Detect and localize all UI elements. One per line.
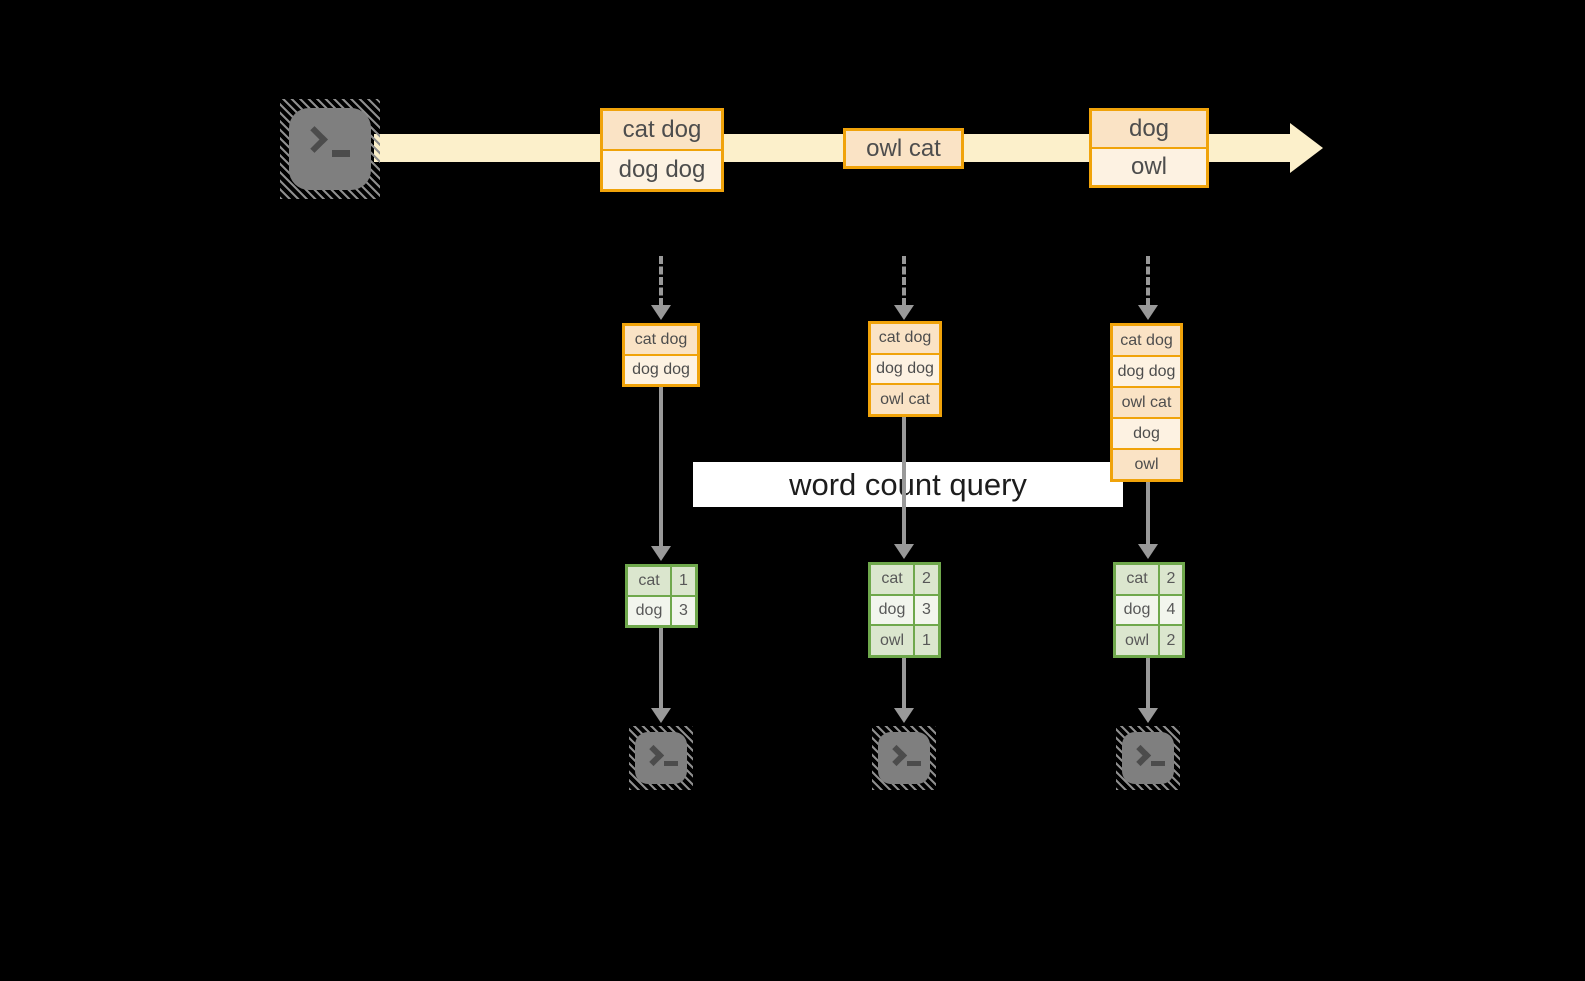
buffer-line: owl — [1113, 450, 1180, 479]
arrow-line — [659, 387, 663, 547]
prompt-cursor-icon — [664, 761, 678, 766]
prompt-chevron-icon — [1129, 744, 1152, 767]
terminal-icon — [280, 99, 380, 199]
stream-event-line: owl — [1092, 149, 1206, 185]
record-buffer-2: cat dog dog dog owl cat — [868, 321, 942, 417]
terminal-screen — [289, 108, 371, 190]
word-cell: dog — [628, 597, 670, 625]
prompt-chevron-icon — [642, 744, 665, 767]
table-row: owl 2 — [1116, 626, 1182, 656]
arrowhead-icon — [1138, 544, 1158, 559]
word-cell: dog — [1116, 595, 1158, 625]
dashed-arrowhead-icon — [651, 305, 671, 320]
word-cell: cat — [1116, 565, 1158, 594]
dashed-arrow-line — [659, 256, 663, 306]
stream-event-line: dog — [1092, 111, 1206, 147]
table-row: cat 1 — [628, 567, 695, 595]
table-row: cat 2 — [1116, 565, 1182, 594]
record-buffer-3: cat dog dog dog owl cat dog owl — [1110, 323, 1183, 482]
arrowhead-icon — [651, 546, 671, 561]
count-cell: 1 — [672, 567, 695, 595]
terminal-screen — [635, 732, 687, 784]
count-cell: 4 — [1160, 595, 1182, 625]
table-row: owl 1 — [871, 626, 938, 656]
count-table-2: cat 2 dog 3 owl 1 — [868, 562, 941, 658]
arrowhead-icon — [1138, 708, 1158, 723]
terminal-icon — [1116, 726, 1180, 790]
arrow-line — [1146, 658, 1150, 710]
table-row: dog 3 — [628, 597, 695, 625]
count-cell: 2 — [915, 565, 938, 594]
dashed-arrow-line — [902, 256, 906, 306]
arrowhead-icon — [894, 544, 914, 559]
stream-arrowhead-icon — [1290, 123, 1323, 173]
stream-event-line: owl cat — [846, 131, 961, 166]
word-cell: cat — [628, 567, 670, 595]
word-cell: dog — [871, 595, 913, 625]
buffer-line: cat dog — [871, 324, 939, 353]
arrow-line — [659, 628, 663, 710]
arrow-line — [902, 415, 906, 545]
stream-event-line: dog dog — [603, 151, 721, 189]
buffer-line: owl cat — [1113, 388, 1180, 417]
prompt-cursor-icon — [332, 150, 350, 157]
terminal-screen — [878, 732, 930, 784]
buffer-line: cat dog — [625, 326, 697, 354]
dashed-arrowhead-icon — [894, 305, 914, 320]
table-row: dog 3 — [871, 595, 938, 625]
stream-event-box-1: cat dog dog dog — [600, 108, 724, 192]
prompt-chevron-icon — [885, 744, 908, 767]
buffer-line: dog dog — [871, 354, 939, 384]
prompt-cursor-icon — [907, 761, 921, 766]
table-row: cat 2 — [871, 565, 938, 594]
word-cell: cat — [871, 565, 913, 594]
prompt-chevron-icon — [301, 126, 328, 153]
buffer-line: dog dog — [1113, 357, 1180, 386]
stream-event-box-3: dog owl — [1089, 108, 1209, 188]
terminal-icon — [872, 726, 936, 790]
count-table-1: cat 1 dog 3 — [625, 564, 698, 628]
buffer-line: dog dog — [625, 356, 697, 384]
dashed-arrow-line — [1146, 256, 1150, 306]
count-cell: 2 — [1160, 565, 1182, 594]
stream-event-line: cat dog — [603, 111, 721, 149]
stream-event-box-2: owl cat — [843, 128, 964, 169]
word-cell: owl — [1116, 626, 1158, 656]
record-buffer-1: cat dog dog dog — [622, 323, 700, 387]
arrow-line — [902, 658, 906, 710]
count-table-3: cat 2 dog 4 owl 2 — [1113, 562, 1185, 658]
arrowhead-icon — [651, 708, 671, 723]
count-cell: 2 — [1160, 626, 1182, 656]
buffer-line: dog — [1113, 419, 1180, 448]
terminal-screen — [1122, 732, 1174, 784]
table-row: dog 4 — [1116, 595, 1182, 625]
count-cell: 3 — [915, 595, 938, 625]
count-cell: 3 — [672, 597, 695, 625]
buffer-line: owl cat — [871, 385, 939, 415]
arrowhead-icon — [894, 708, 914, 723]
terminal-icon — [629, 726, 693, 790]
dashed-arrowhead-icon — [1138, 305, 1158, 320]
buffer-line: cat dog — [1113, 326, 1180, 355]
word-cell: owl — [871, 626, 913, 656]
count-cell: 1 — [915, 626, 938, 656]
arrow-line — [1146, 480, 1150, 545]
prompt-cursor-icon — [1151, 761, 1165, 766]
query-banner: word count query — [693, 462, 1123, 507]
